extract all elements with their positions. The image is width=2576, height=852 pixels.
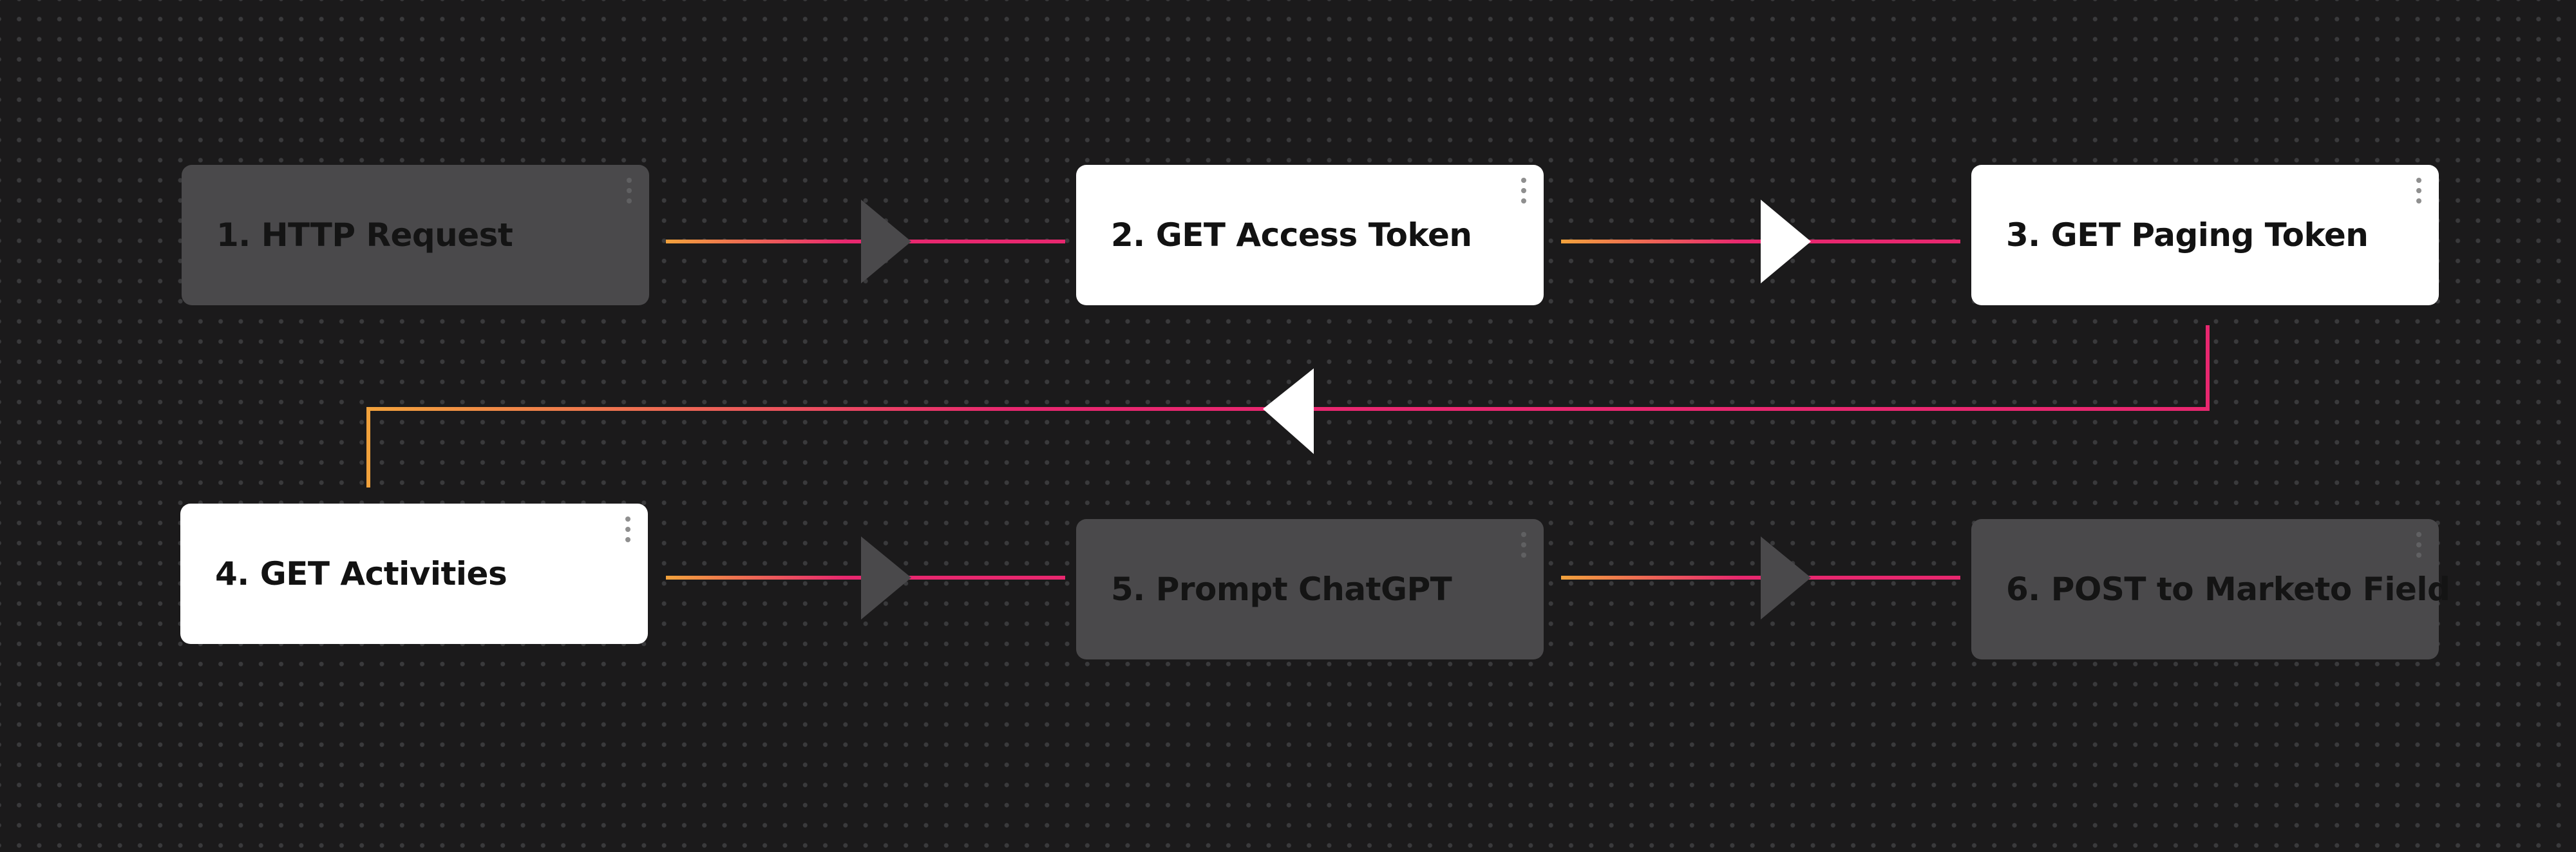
vertical-ellipsis-icon[interactable] bbox=[621, 516, 635, 542]
node-label: 2. GET Access Token bbox=[1111, 216, 1472, 254]
connector-2-3[interactable] bbox=[1561, 200, 1960, 283]
connector-5-6[interactable] bbox=[1561, 536, 1960, 620]
connector-1-2[interactable] bbox=[666, 200, 1065, 283]
node-label: 3. GET Paging Token bbox=[2006, 216, 2369, 254]
triangle-arrow-icon[interactable] bbox=[1263, 368, 1314, 454]
node-label: 1. HTTP Request bbox=[216, 216, 513, 254]
node-get-access-token[interactable]: 2. GET Access Token bbox=[1076, 165, 1544, 305]
triangle-arrow-icon[interactable] bbox=[1761, 536, 1811, 620]
connector-4-5[interactable] bbox=[666, 536, 1065, 620]
vertical-ellipsis-icon[interactable] bbox=[622, 178, 636, 204]
vertical-ellipsis-icon[interactable] bbox=[1517, 178, 1531, 204]
connector-3-4[interactable] bbox=[366, 325, 2210, 488]
vertical-ellipsis-icon[interactable] bbox=[1517, 532, 1531, 558]
node-label: 6. POST to Marketo Field bbox=[2006, 571, 2450, 608]
node-get-activities[interactable]: 4. GET Activities bbox=[180, 504, 648, 644]
triangle-arrow-icon[interactable] bbox=[861, 200, 911, 283]
node-label: 4. GET Activities bbox=[215, 555, 507, 592]
node-prompt-chatgpt[interactable]: 5. Prompt ChatGPT bbox=[1076, 519, 1544, 659]
node-get-paging-token[interactable]: 3. GET Paging Token bbox=[1971, 165, 2439, 305]
node-post-to-marketo-field[interactable]: 6. POST to Marketo Field bbox=[1971, 519, 2450, 659]
vertical-ellipsis-icon[interactable] bbox=[2412, 532, 2426, 558]
node-label: 5. Prompt ChatGPT bbox=[1111, 571, 1452, 608]
triangle-arrow-icon[interactable] bbox=[861, 536, 911, 620]
vertical-ellipsis-icon[interactable] bbox=[2412, 178, 2426, 204]
node-http-request[interactable]: 1. HTTP Request bbox=[182, 165, 649, 305]
triangle-arrow-icon[interactable] bbox=[1761, 200, 1811, 283]
